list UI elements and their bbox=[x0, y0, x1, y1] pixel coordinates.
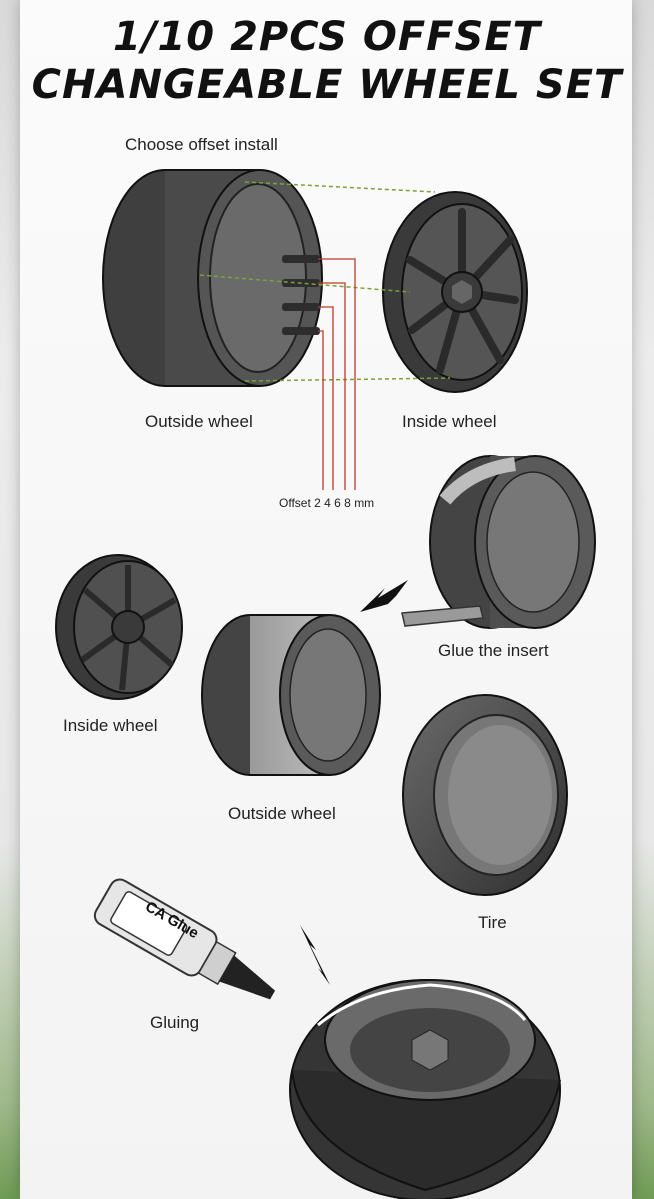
offset-guide-lines bbox=[318, 258, 356, 490]
offset-word: Offset bbox=[279, 496, 311, 510]
insert-ring-illustration bbox=[401, 455, 596, 629]
gluing-label: Gluing bbox=[150, 1013, 200, 1032]
alignment-guides bbox=[199, 181, 451, 382]
outside-wheel-label-middle: Outside wheel bbox=[228, 804, 336, 823]
choose-offset-label: Choose offset install bbox=[125, 135, 278, 154]
title-line-2: CHANGEABLE WHEEL SET bbox=[31, 62, 623, 108]
arrow-down-icon bbox=[300, 925, 330, 985]
inside-wheel-label-middle: Inside wheel bbox=[63, 716, 158, 735]
inside-wheel-label-top: Inside wheel bbox=[402, 412, 497, 431]
arrow-icon bbox=[360, 580, 408, 612]
ca-glue-bottle-illustration: CA Glue bbox=[93, 878, 276, 1000]
outside-wheel-barrel-illustration bbox=[102, 169, 323, 387]
offset-unit: mm bbox=[354, 496, 375, 510]
assembled-wheel-illustration bbox=[289, 979, 561, 1199]
inside-wheel-spoke-illustration bbox=[382, 191, 528, 393]
title-line-1: 1/10 2PCS OFFSET bbox=[113, 14, 541, 60]
glue-insert-label: Glue the insert bbox=[438, 641, 549, 660]
inside-wheel-mesh-illustration bbox=[55, 554, 183, 700]
outside-wheel-label-top: Outside wheel bbox=[145, 412, 253, 431]
tire-label: Tire bbox=[478, 913, 507, 932]
outside-wheel-band-illustration bbox=[201, 614, 381, 776]
offset-label: Offset 2 4 6 8 mm bbox=[279, 496, 374, 510]
offset-values: 2 4 6 8 bbox=[314, 496, 351, 510]
tire-illustration bbox=[402, 694, 568, 896]
